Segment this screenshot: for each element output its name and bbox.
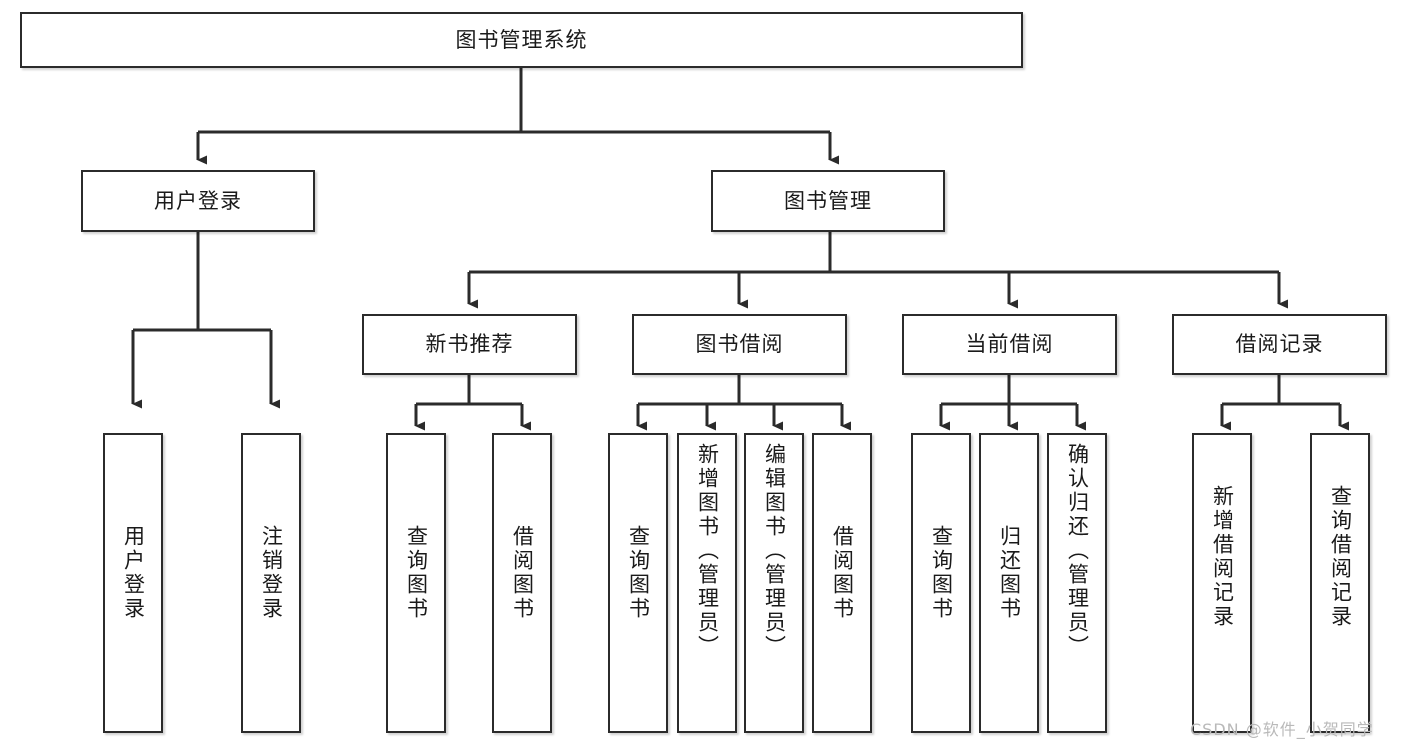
csdn-watermark: CSDN @软件_小贺同学 bbox=[1190, 720, 1374, 739]
node-label: 用户登录 bbox=[154, 188, 242, 213]
leaf-add-book-admin[interactable]: 新增图书（管理员） bbox=[677, 433, 737, 733]
leaf-query-book-recommend[interactable]: 查询图书 bbox=[386, 433, 446, 733]
leaf-edit-book-admin[interactable]: 编辑图书（管理员） bbox=[744, 433, 804, 733]
leaf-query-borrow-record[interactable]: 查询借阅记录 bbox=[1310, 433, 1370, 733]
leaf-query-book-current[interactable]: 查询图书 bbox=[911, 433, 971, 733]
node-label: 查询图书 bbox=[626, 525, 651, 621]
node-label: 确认归还（管理员） bbox=[1065, 443, 1090, 659]
leaf-confirm-return-admin[interactable]: 确认归还（管理员） bbox=[1047, 433, 1107, 733]
node-label: 用户登录 bbox=[121, 525, 146, 621]
node-label: 图书借阅 bbox=[695, 332, 784, 357]
node-label: 查询图书 bbox=[929, 525, 954, 621]
leaf-add-borrow-record[interactable]: 新增借阅记录 bbox=[1192, 433, 1252, 733]
node-label: 新增借阅记录 bbox=[1210, 485, 1235, 629]
node-book-management[interactable]: 图书管理 bbox=[711, 170, 945, 232]
node-book-borrow[interactable]: 图书借阅 bbox=[632, 314, 847, 375]
node-label: 借阅记录 bbox=[1235, 332, 1324, 357]
node-user-login[interactable]: 用户登录 bbox=[81, 170, 315, 232]
leaf-borrow-book-recommend[interactable]: 借阅图书 bbox=[492, 433, 552, 733]
leaf-return-book[interactable]: 归还图书 bbox=[979, 433, 1039, 733]
node-borrow-record[interactable]: 借阅记录 bbox=[1172, 314, 1387, 375]
node-label: 查询图书 bbox=[404, 525, 429, 621]
node-label: 注销登录 bbox=[259, 525, 284, 621]
node-label: 新增图书（管理员） bbox=[695, 443, 720, 659]
node-label: 当前借阅 bbox=[965, 332, 1054, 357]
leaf-query-book-borrow[interactable]: 查询图书 bbox=[608, 433, 668, 733]
node-root-system[interactable]: 图书管理系统 bbox=[20, 12, 1023, 68]
node-label: 借阅图书 bbox=[830, 525, 855, 621]
node-new-book-recommend[interactable]: 新书推荐 bbox=[362, 314, 577, 375]
node-label: 查询借阅记录 bbox=[1328, 485, 1353, 629]
leaf-borrow-book[interactable]: 借阅图书 bbox=[812, 433, 872, 733]
leaf-logout[interactable]: 注销登录 bbox=[241, 433, 301, 733]
node-current-borrow[interactable]: 当前借阅 bbox=[902, 314, 1117, 375]
leaf-user-login[interactable]: 用户登录 bbox=[103, 433, 163, 733]
node-label: 编辑图书（管理员） bbox=[762, 443, 787, 659]
node-label: 图书管理 bbox=[784, 188, 872, 213]
node-label: 归还图书 bbox=[997, 525, 1022, 621]
node-label: 图书管理系统 bbox=[455, 27, 588, 52]
node-label: 新书推荐 bbox=[425, 332, 514, 357]
node-label: 借阅图书 bbox=[510, 525, 535, 621]
